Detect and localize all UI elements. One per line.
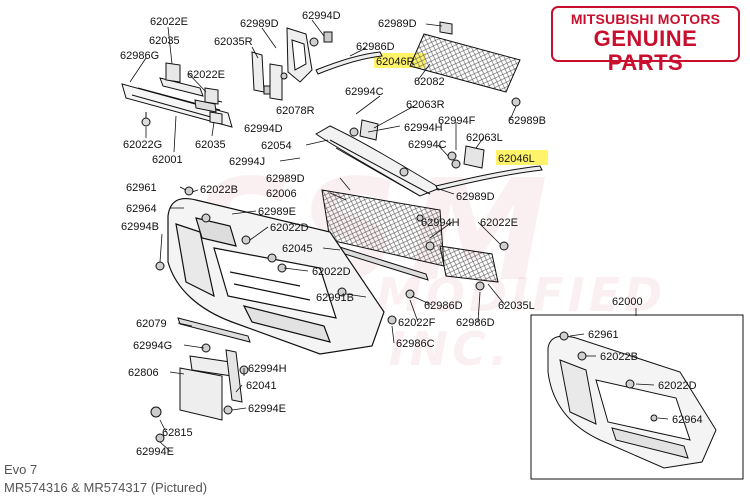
label-62964: 62964 bbox=[126, 203, 157, 215]
label-62806: 62806 bbox=[128, 367, 159, 379]
label-62035R: 62035R bbox=[214, 36, 253, 48]
label-62994C: 62994C bbox=[345, 86, 384, 98]
leader-lines bbox=[129, 19, 669, 452]
label-62961: 62961 bbox=[126, 182, 157, 194]
label-62989D: 62989D bbox=[378, 18, 417, 30]
label-62994E: 62994E bbox=[136, 446, 174, 458]
label-62054: 62054 bbox=[261, 140, 292, 152]
label-62022B: 62022B bbox=[200, 184, 238, 196]
part-labels: 62022E 62035 62986G 62022E 62022G 62001 … bbox=[120, 10, 703, 458]
part-62079-strip bbox=[177, 317, 251, 343]
label-62022D: 62022D bbox=[270, 222, 309, 234]
label-62994D: 62994D bbox=[302, 10, 341, 22]
label-62022D: 62022D bbox=[312, 266, 351, 278]
part-62078R-bracket bbox=[251, 27, 313, 101]
label-62035L: 62035L bbox=[498, 300, 535, 312]
label-62989D: 62989D bbox=[266, 173, 305, 185]
label-62986G: 62986G bbox=[120, 50, 159, 62]
label-62022E: 62022E bbox=[480, 217, 518, 229]
label-62006: 62006 bbox=[266, 188, 297, 200]
label-62994H: 62994H bbox=[404, 122, 443, 134]
label-62994D: 62994D bbox=[244, 123, 283, 135]
label-62022B: 62022B bbox=[600, 351, 638, 363]
part-62001-beam bbox=[121, 77, 233, 128]
label-62994F: 62994F bbox=[438, 115, 476, 127]
label-62815: 62815 bbox=[162, 427, 193, 439]
label-62000: 62000 bbox=[612, 296, 643, 308]
part-62041-bracket bbox=[225, 349, 243, 403]
label-62063L: 62063L bbox=[466, 132, 503, 144]
label-62989B: 62989B bbox=[508, 115, 546, 127]
part-62035-bracket bbox=[165, 62, 223, 125]
part-62054-center-bar bbox=[315, 125, 442, 197]
part-62035L-lower-grille bbox=[439, 245, 499, 283]
label-62079: 62079 bbox=[136, 318, 167, 330]
part-62082-upper-grille bbox=[409, 21, 521, 93]
label-62961: 62961 bbox=[588, 329, 619, 341]
label-62989D: 62989D bbox=[456, 191, 495, 203]
label-62046L: 62046L bbox=[498, 153, 535, 165]
label-62994H: 62994H bbox=[248, 363, 287, 375]
label-62035: 62035 bbox=[149, 35, 180, 47]
bolt-62022G bbox=[141, 112, 151, 127]
brand-line2: GENUINE PARTS bbox=[593, 26, 698, 75]
inset-frame-62000 bbox=[530, 314, 744, 480]
label-62964: 62964 bbox=[672, 414, 703, 426]
label-62022D: 62022D bbox=[658, 380, 697, 392]
label-62022G: 62022G bbox=[123, 139, 162, 151]
label-62986C: 62986C bbox=[396, 338, 435, 350]
label-62035: 62035 bbox=[195, 139, 226, 151]
label-62991B: 62991B bbox=[316, 292, 354, 304]
label-62986D: 62986D bbox=[424, 300, 463, 312]
label-62994G: 62994G bbox=[133, 340, 172, 352]
caption-model: Evo 7 bbox=[4, 462, 38, 477]
label-62994J: 62994J bbox=[229, 156, 265, 168]
label-62022E: 62022E bbox=[187, 69, 225, 81]
label-62986D: 62986D bbox=[456, 317, 495, 329]
label-62022E: 62022E bbox=[150, 16, 188, 28]
part-bumper-cover bbox=[167, 197, 385, 355]
highlight-62046L bbox=[496, 150, 548, 165]
label-62022F: 62022F bbox=[398, 317, 436, 329]
label-62046R: 62046R bbox=[376, 56, 415, 68]
label-62001: 62001 bbox=[152, 154, 183, 166]
part-62046L-garnish bbox=[435, 165, 543, 191]
label-62994B: 62994B bbox=[121, 221, 159, 233]
label-62989E: 62989E bbox=[258, 206, 296, 218]
label-62994C: 62994C bbox=[408, 139, 447, 151]
label-62063R: 62063R bbox=[406, 99, 445, 111]
label-62078R: 62078R bbox=[276, 105, 315, 117]
clip-62994D bbox=[263, 31, 333, 95]
part-62063-bracket bbox=[359, 119, 485, 169]
caption-part-numbers: MR574316 & MR574317 (Pictured) bbox=[4, 480, 208, 495]
part-62046R-garnish bbox=[315, 51, 383, 75]
label-62994E: 62994E bbox=[248, 403, 286, 415]
label-62082: 62082 bbox=[414, 76, 445, 88]
label-62045: 62045 bbox=[282, 243, 313, 255]
label-62994H: 62994H bbox=[421, 217, 460, 229]
label-62986D: 62986D bbox=[356, 41, 395, 53]
mitsubishi-genuine-parts-badge: MITSUBISHI MOTORS GENUINE PARTS bbox=[551, 6, 740, 75]
part-62806-license-bracket bbox=[179, 355, 233, 421]
label-62041: 62041 bbox=[246, 380, 277, 392]
brand-line1: MITSUBISHI MOTORS bbox=[570, 11, 721, 27]
label-62989D: 62989D bbox=[240, 18, 279, 30]
